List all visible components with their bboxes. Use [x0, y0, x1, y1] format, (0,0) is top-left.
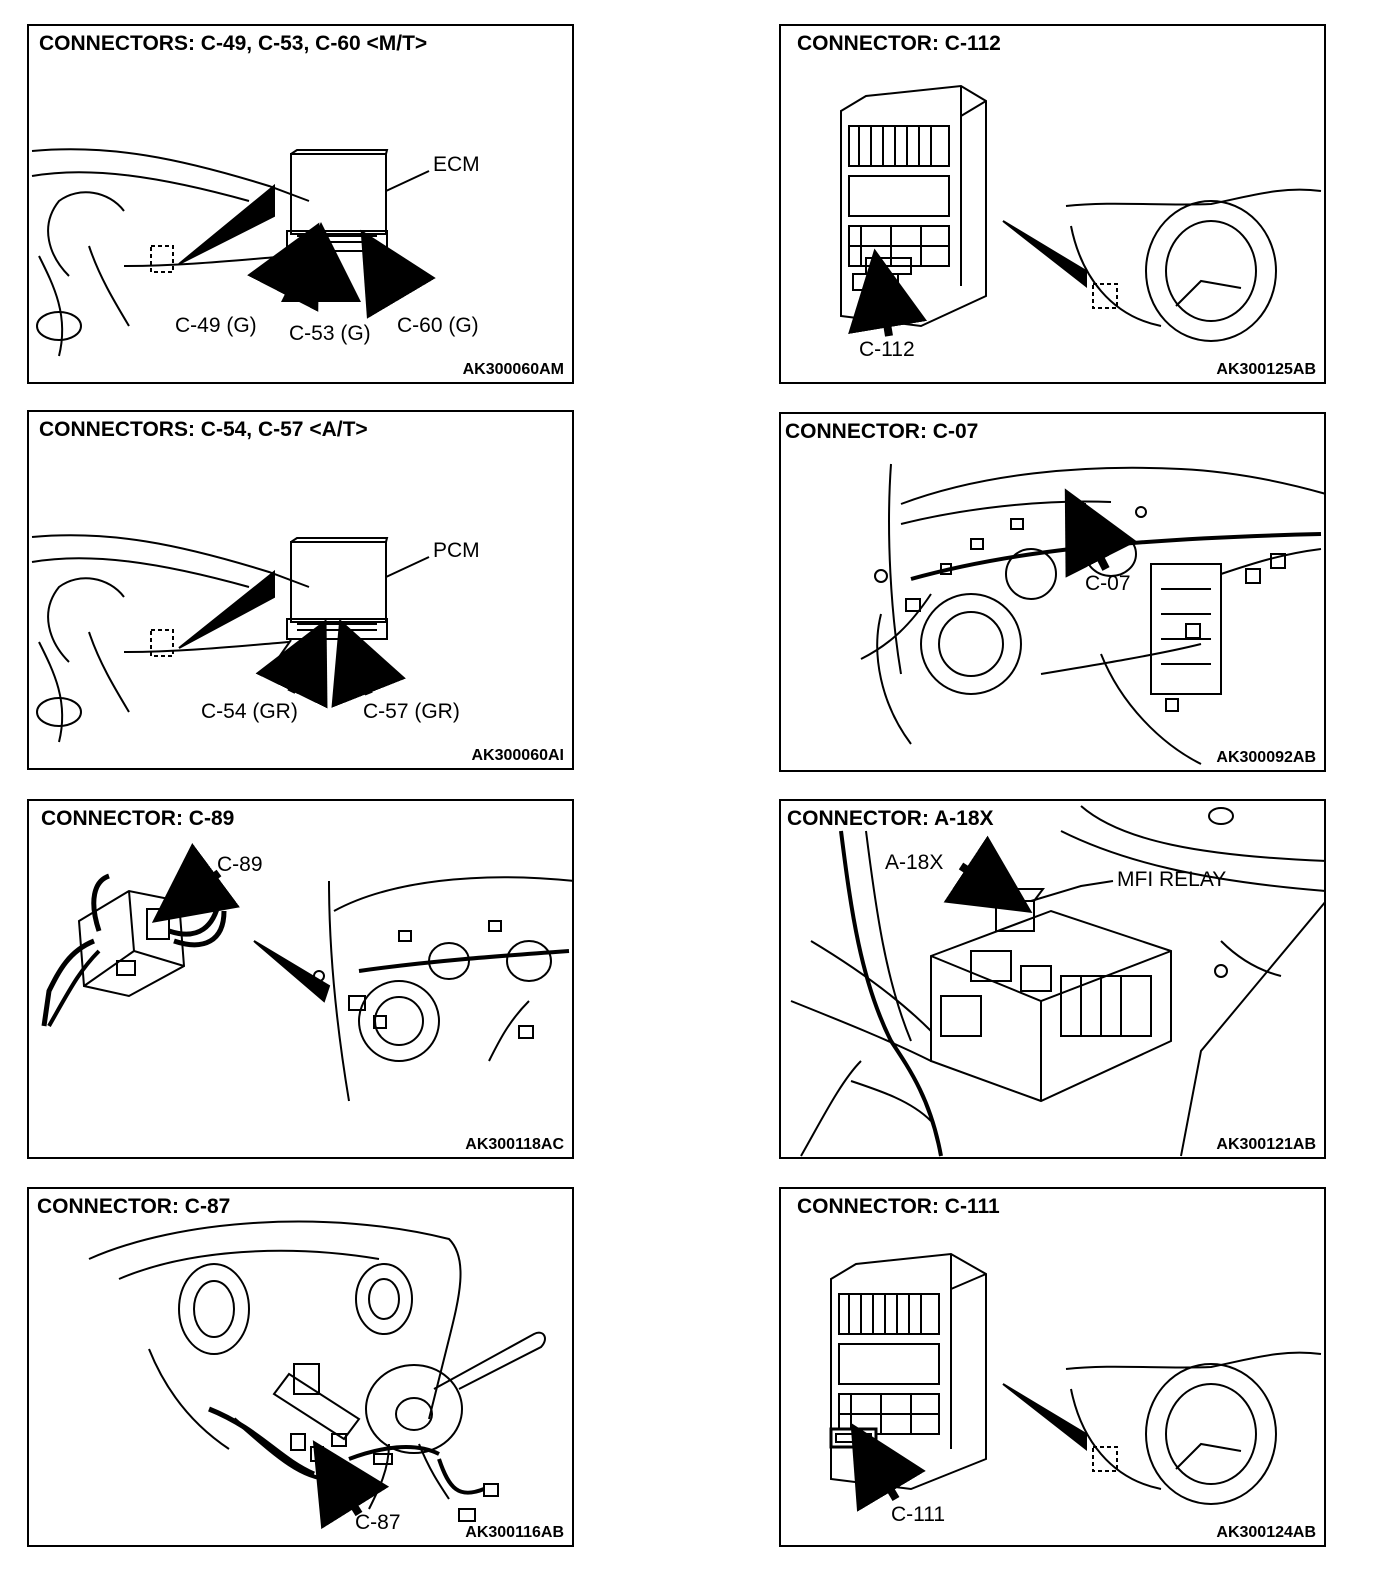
c111-label: C-111	[891, 1503, 946, 1526]
panel-title: CONNECTORS: C-54, C-57 <A/T>	[39, 418, 368, 441]
panel-title: CONNECTOR: A-18X	[787, 807, 994, 830]
panel-a18x: CONNECTOR: A-18X A-18X MFI RELAY AK30012…	[779, 799, 1326, 1159]
panel-title: CONNECTOR: C-87	[37, 1195, 231, 1218]
c60-label: C-60 (G)	[397, 314, 479, 337]
c54-label: C-54 (GR)	[201, 700, 298, 723]
panel-title: CONNECTOR: C-111	[797, 1195, 1000, 1218]
connector-harness-illustration	[41, 843, 572, 1102]
dashboard-pcm-illustration	[31, 534, 430, 743]
panel-c49-c53-c60: CONNECTORS: C-49, C-53, C-60 <M/T> ECM C…	[27, 24, 574, 384]
panel-c87: CONNECTOR: C-87 C-87 AK300116AB	[27, 1187, 574, 1547]
figure-code: AK300118AC	[465, 1136, 564, 1153]
figure-code: AK300116AB	[465, 1524, 564, 1541]
steering-column-illustration	[88, 1220, 546, 1530]
panel-c112: CONNECTOR: C-112 C-112 AK300125AB	[779, 24, 1326, 384]
dashboard-ecm-illustration	[31, 148, 436, 357]
c112-label: C-112	[859, 338, 915, 361]
panel-c54-c57: CONNECTORS: C-54, C-57 <A/T> PCM C-54 (G…	[27, 410, 574, 770]
panel-c111: CONNECTOR: C-111 C-111 AK300124AB	[779, 1187, 1326, 1547]
junction-block-illustration	[840, 84, 1322, 342]
panel-title: CONNECTOR: C-89	[41, 807, 235, 830]
figure-code: AK300060AI	[471, 747, 565, 764]
pcm-label: PCM	[433, 539, 480, 562]
figure-code: AK300125AB	[1216, 361, 1316, 378]
c07-label: C-07	[1085, 572, 1131, 595]
c53-label: C-53 (G)	[289, 322, 371, 345]
c57-label: C-57 (GR)	[363, 700, 460, 723]
junction-block-illustration	[829, 1252, 1322, 1512]
c87-label: C-87	[355, 1511, 401, 1534]
engine-relay-box-illustration	[790, 805, 1324, 1157]
panel-title: CONNECTORS: C-49, C-53, C-60 <M/T>	[39, 32, 428, 55]
figure-code: AK300060AM	[462, 361, 564, 378]
c49-label: C-49 (G)	[175, 314, 257, 337]
figure-code: AK300121AB	[1216, 1136, 1316, 1153]
panel-c89: CONNECTOR: C-89 C-89 AK300118AC	[27, 799, 574, 1159]
figure-code: AK300092AB	[1216, 749, 1316, 766]
a18x-label: A-18X	[885, 851, 944, 874]
panel-c07: CONNECTOR: C-07 C-07 AK300092AB	[779, 412, 1326, 772]
c89-label: C-89	[217, 853, 263, 876]
figure-code: AK300124AB	[1216, 1524, 1316, 1541]
dash-harness-illustration	[860, 463, 1324, 765]
ecm-label: ECM	[433, 153, 480, 176]
panel-title: CONNECTOR: C-112	[797, 32, 1001, 55]
panel-title: CONNECTOR: C-07	[785, 420, 979, 443]
mfi-relay-label: MFI RELAY	[1117, 868, 1227, 891]
